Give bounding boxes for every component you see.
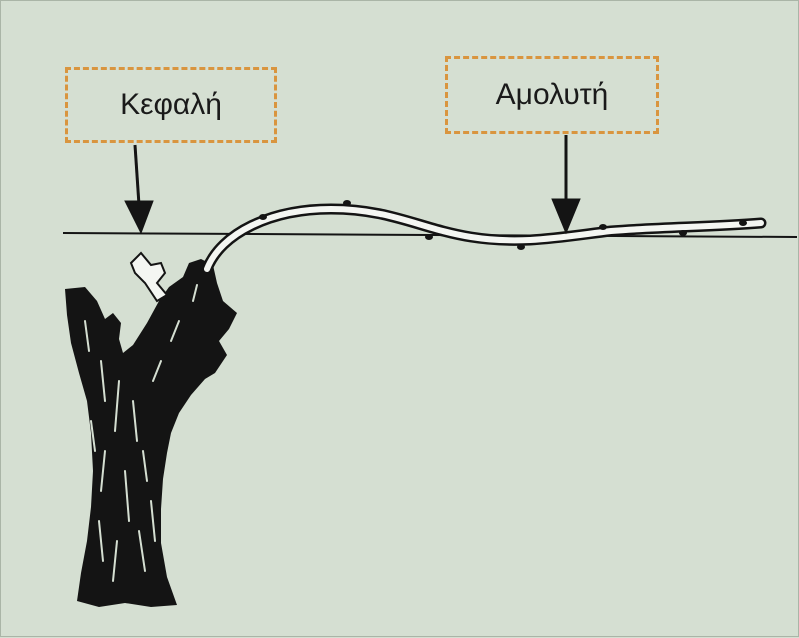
arrow-to-head: [124, 144, 154, 235]
vine-cane: [201, 203, 767, 275]
cane-buds: [259, 200, 747, 250]
label-cane-text: Αμολυτή: [495, 78, 609, 111]
label-head: Κεφαλή: [65, 67, 277, 143]
vine-spur: [129, 251, 169, 303]
arrow-to-cane: [551, 135, 581, 235]
label-head-text: Κεφαλή: [120, 88, 222, 121]
label-cane: Αμολυτή: [445, 56, 659, 134]
bark-texture: [84, 284, 198, 582]
vine-trunk: [65, 259, 237, 607]
